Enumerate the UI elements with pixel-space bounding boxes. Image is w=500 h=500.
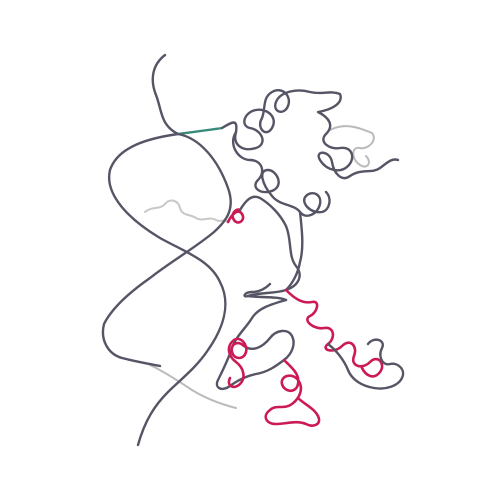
light-right-strand [329,125,375,168]
lower-right-loops [326,338,405,390]
light-left-strand [144,199,229,223]
c-term-coil [243,282,272,298]
green-link [176,126,224,136]
upper-loop [101,132,232,368]
lower-red-bottom [264,358,321,427]
lower-red-left [227,337,248,389]
central-coil-branch [284,210,304,292]
n-term-coil [107,53,227,447]
light-bottom-strand [149,364,237,409]
upper-right-cluster [220,89,400,180]
lower-red-cluster [284,288,384,378]
small-red-helix [226,208,245,224]
lower-grey-loops [215,298,295,391]
upper-mid-coil [231,130,331,217]
